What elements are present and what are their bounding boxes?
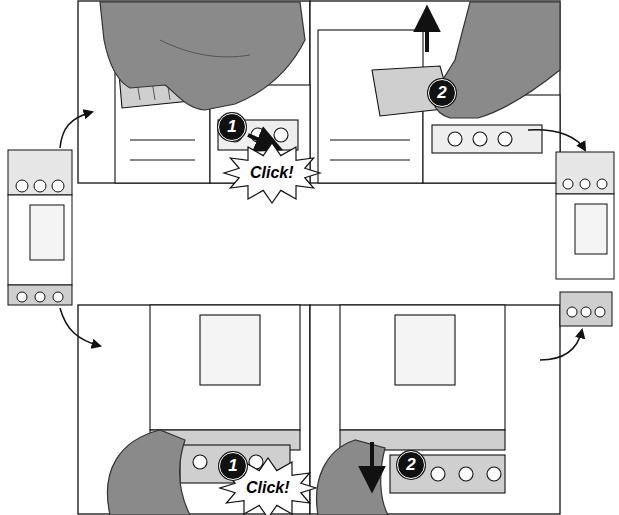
callout-number: 1	[219, 452, 247, 480]
callout-number: 1	[218, 113, 246, 141]
callout-number: 2	[397, 451, 425, 479]
click-label: Click!	[246, 479, 290, 497]
callout-number: 2	[428, 79, 456, 107]
click-label: Click!	[250, 164, 294, 182]
